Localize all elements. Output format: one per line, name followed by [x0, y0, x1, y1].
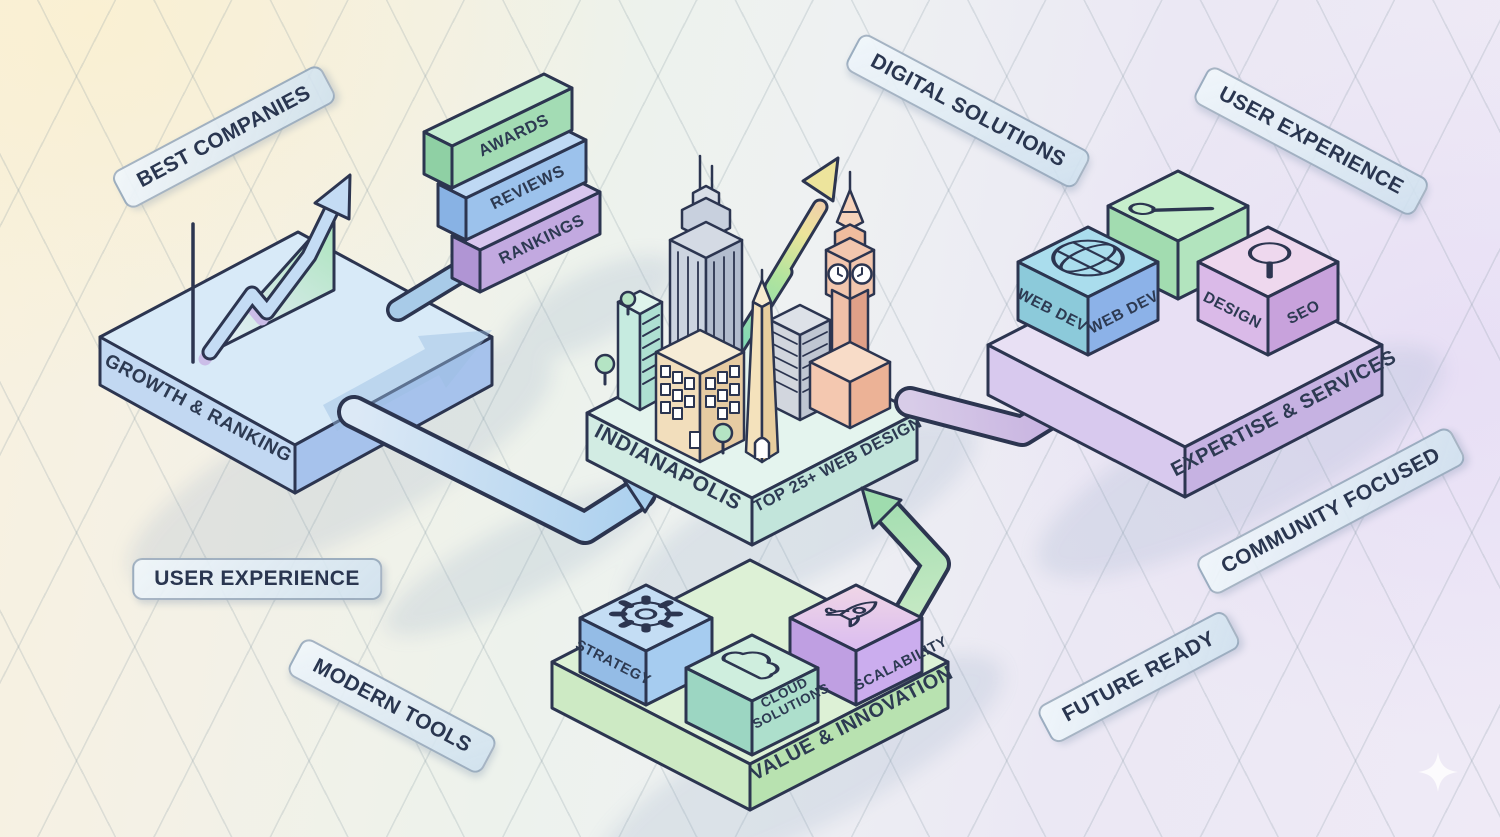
sparkle-icon: [1418, 752, 1458, 792]
label-user-experience-left: USER EXPERIENCE: [132, 558, 382, 600]
clock-tower-building: [808, 170, 892, 430]
windowed-building: [654, 328, 746, 464]
awards-block: [422, 72, 574, 190]
indianapolis-skyline: [594, 154, 892, 464]
scalability-cube: [788, 583, 924, 707]
tree-icon: [594, 290, 734, 455]
design-seo-cube: [1196, 225, 1340, 357]
rocket-icon: [824, 601, 878, 628]
growth-chart-icon: [191, 173, 352, 366]
cloud-icon: [721, 651, 780, 680]
globe-icon: [1051, 239, 1125, 277]
ranking-stack: [422, 72, 602, 294]
gear-icon: [608, 595, 684, 633]
cloud-cube: [684, 633, 820, 757]
rankings-block: [450, 176, 602, 294]
reviews-block: [436, 124, 588, 242]
magnifier-icon: [1247, 242, 1292, 279]
monument-building: [744, 268, 780, 464]
web-dev-cube: [1016, 225, 1160, 357]
strategy-cube: [578, 583, 714, 707]
paintbrush-icon: [1128, 202, 1215, 215]
